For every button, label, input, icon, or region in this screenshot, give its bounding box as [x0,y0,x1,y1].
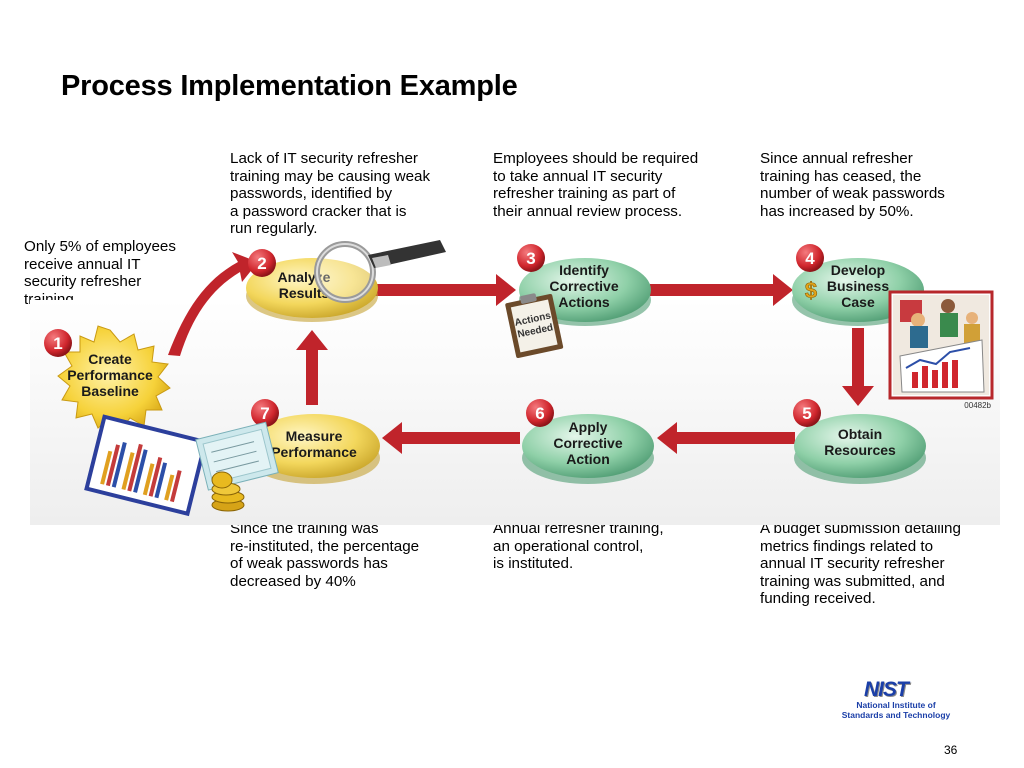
stage-2-number: 2 [257,254,266,273]
stage-3-badge [517,244,545,272]
note-baseline: Only 5% of employees receive annual IT s… [24,238,176,308]
stage-1-line1: Create [88,351,132,367]
stage-6-badge [526,399,554,427]
arrow-4-to-5 [842,328,874,406]
stage-5-number: 5 [802,404,811,423]
arrow-2-to-3 [375,274,516,306]
page-title: Process Implementation Example [61,70,518,102]
note-identify: Employees should be required to take ann… [493,150,699,220]
stage-7-measure-performance: Measure Performance 7 [248,399,380,484]
stage-4-line1: Develop [831,262,885,278]
stage-6-apply-action: Apply Corrective Action 6 [522,399,654,484]
stage-6-line1: Apply [569,419,608,435]
nist-logo-block: NIST National Institute of Standards and… [836,676,956,724]
magnifier-icon [314,240,446,303]
stage-1-line3: Baseline [81,383,139,399]
stage-3-line2: Corrective [549,278,618,294]
note-analyze: Lack of IT security refresher training m… [230,150,431,238]
stage-5-badge [793,399,821,427]
stage-6-disc [522,414,654,478]
stage-4-line2: Business [827,278,889,294]
stage-7-disc [248,414,380,478]
stage-4-number: 4 [805,249,815,268]
stage-5-line1: Obtain [838,426,882,442]
stage-2-badge [248,249,276,277]
stage-1-create-baseline: Create Performance Baseline 1 [44,325,171,431]
arrow-6-to-7 [382,422,520,454]
stage-3-identify-actions: Identify Corrective Actions 3 Actions Ne… [505,244,651,358]
coin-stack-icon [211,471,245,512]
stage-2-analyze-results: Analyze Results 2 [246,240,446,322]
stage-3-number: 3 [526,249,535,268]
arrow-7-to-2 [296,330,328,405]
arrow-3-to-4 [650,274,793,306]
reports-illustration [84,414,279,517]
stage-1-number: 1 [53,334,62,353]
stage-2-line2: Results [279,285,330,301]
stage-1-badge [44,329,72,357]
stage-5-disc [794,414,926,478]
meeting-illustration: 00482b [888,290,994,410]
clipboard-icon: Actions Needed [505,293,564,358]
stage-6-line2: Corrective [553,435,622,451]
stage-7-line1: Measure [286,428,343,444]
stage-7-badge [251,399,279,427]
note-business-case: Since annual refresher training has ceas… [760,150,945,220]
page-number: 36 [944,743,958,757]
stage-6-line3: Action [566,451,610,467]
stage-1-line2: Performance [67,367,153,383]
stage-5-line2: Resources [824,442,896,458]
stage-4-badge [796,244,824,272]
dollar-icon: $ [805,278,817,303]
stage-3-line3: Actions [558,294,610,310]
stage-3-line1: Identify [559,262,609,278]
stage-5-obtain-resources: Obtain Resources 5 [793,399,926,484]
arrow-5-to-6 [657,422,795,454]
nist-subtitle: National Institute of Standards and Tech… [841,700,951,720]
stage-7-line2: Performance [271,444,357,460]
stage-4-line3: Case [841,294,875,310]
stage-7-number: 7 [260,404,269,423]
stage-6-number: 6 [535,404,544,423]
nist-logo: NIST [864,678,909,701]
image-code: 00482b [964,401,991,410]
